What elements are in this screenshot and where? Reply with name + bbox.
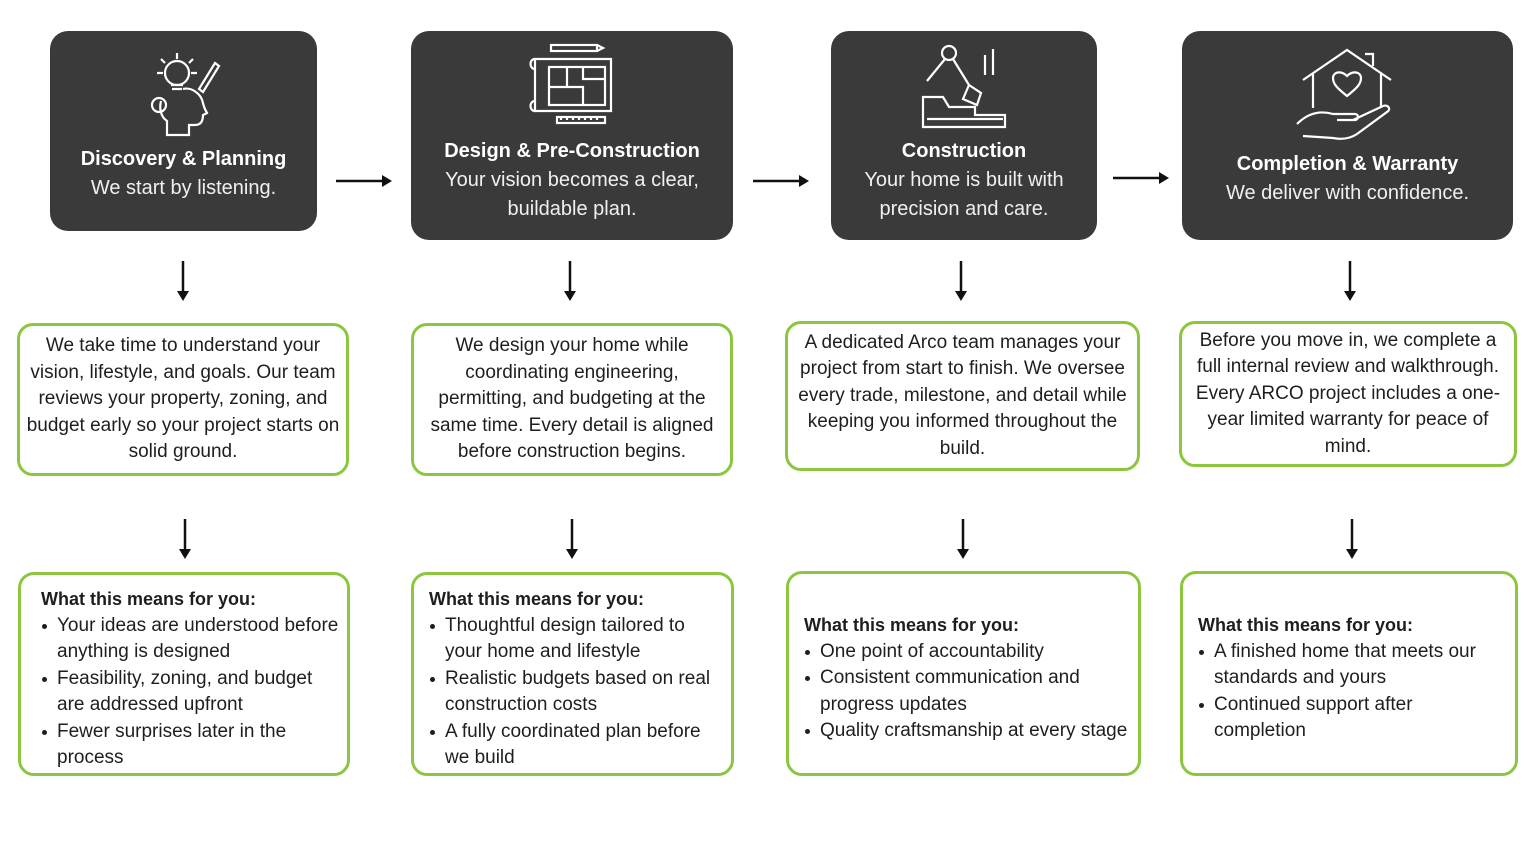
stage-title: Design & Pre-Construction xyxy=(444,140,700,162)
stage-card-design: Design & Pre-Construction Your vision be… xyxy=(411,31,733,240)
arrow-down-icon xyxy=(566,519,578,559)
stage-title: Construction xyxy=(901,140,1027,162)
arrow-down-icon xyxy=(957,519,969,559)
stage-subtitle: We deliver with confidence. xyxy=(1225,182,1470,204)
stage-description: We take time to understand your vision, … xyxy=(26,335,340,463)
blueprint-icon xyxy=(529,43,613,125)
lightbulb-head-icon xyxy=(150,53,220,137)
stage-title: Completion & Warranty xyxy=(1236,153,1459,175)
arrow-right-icon xyxy=(753,175,809,187)
stage-card-discovery: Discovery & Planning We start by listeni… xyxy=(50,31,317,231)
benefits-heading: What this means for you: xyxy=(1198,615,1414,636)
arrow-right-icon xyxy=(1113,172,1169,184)
benefit-item: One point of accountability xyxy=(805,639,1130,666)
benefit-item: Realistic budgets based on real construc… xyxy=(430,666,723,719)
benefit-item: Your ideas are understood before anythin… xyxy=(42,613,339,666)
arrow-down-icon xyxy=(179,519,191,559)
benefits-heading: What this means for you: xyxy=(41,589,257,610)
arrow-down-icon xyxy=(564,261,576,301)
stage-subtitle: Your home is built with precision and ca… xyxy=(864,169,1064,220)
arrow-right-icon xyxy=(336,175,392,187)
stage-description: We design your home while coordinating e… xyxy=(430,335,714,463)
benefit-item: Thoughtful design tailored to your home … xyxy=(430,613,723,666)
stage-title: Discovery & Planning xyxy=(80,148,287,170)
stage-description-box: Before you move in, we complete a full i… xyxy=(1179,321,1517,467)
benefits-box: What this means for you: Your ideas are … xyxy=(18,572,350,776)
benefits-box: What this means for you: One point of ac… xyxy=(786,571,1141,776)
stage-subtitle: We start by listening. xyxy=(90,177,277,199)
benefit-item: Feasibility, zoning, and budget are addr… xyxy=(42,666,339,719)
benefit-item: Consistent communication and progress up… xyxy=(805,665,1130,718)
benefits-heading: What this means for you: xyxy=(429,589,645,610)
stage-card-construction: Construction Your home is built with pre… xyxy=(831,31,1097,240)
excavator-icon xyxy=(921,44,1007,129)
stage-description: Before you move in, we complete a full i… xyxy=(1195,329,1501,457)
stage-description-box: We design your home while coordinating e… xyxy=(411,323,733,476)
benefits-box: What this means for you: A finished home… xyxy=(1180,571,1518,776)
stage-card-completion: Completion & Warranty We deliver with co… xyxy=(1182,31,1513,240)
stage-description-box: A dedicated Arco team manages your proje… xyxy=(785,321,1140,471)
benefit-item: A finished home that meets our standards… xyxy=(1199,639,1507,692)
stage-subtitle: Your vision becomes a clear, buildable p… xyxy=(445,169,699,220)
benefit-item: Quality craftsmanship at every stage xyxy=(805,718,1130,745)
benefit-item: A fully coordinated plan before we build xyxy=(430,719,723,772)
benefits-heading: What this means for you: xyxy=(804,615,1020,636)
arrow-down-icon xyxy=(1344,261,1356,301)
arrow-down-icon xyxy=(955,261,967,301)
benefit-item: Fewer surprises later in the process xyxy=(42,719,339,772)
benefits-box: What this means for you: Thoughtful desi… xyxy=(411,572,734,776)
stage-description: A dedicated Arco team manages your proje… xyxy=(798,331,1127,459)
stage-description-box: We take time to understand your vision, … xyxy=(17,323,349,476)
house-heart-hand-icon xyxy=(1295,48,1392,140)
benefit-item: Continued support after completion xyxy=(1199,692,1507,745)
arrow-down-icon xyxy=(1346,519,1358,559)
arrow-down-icon xyxy=(177,261,189,301)
